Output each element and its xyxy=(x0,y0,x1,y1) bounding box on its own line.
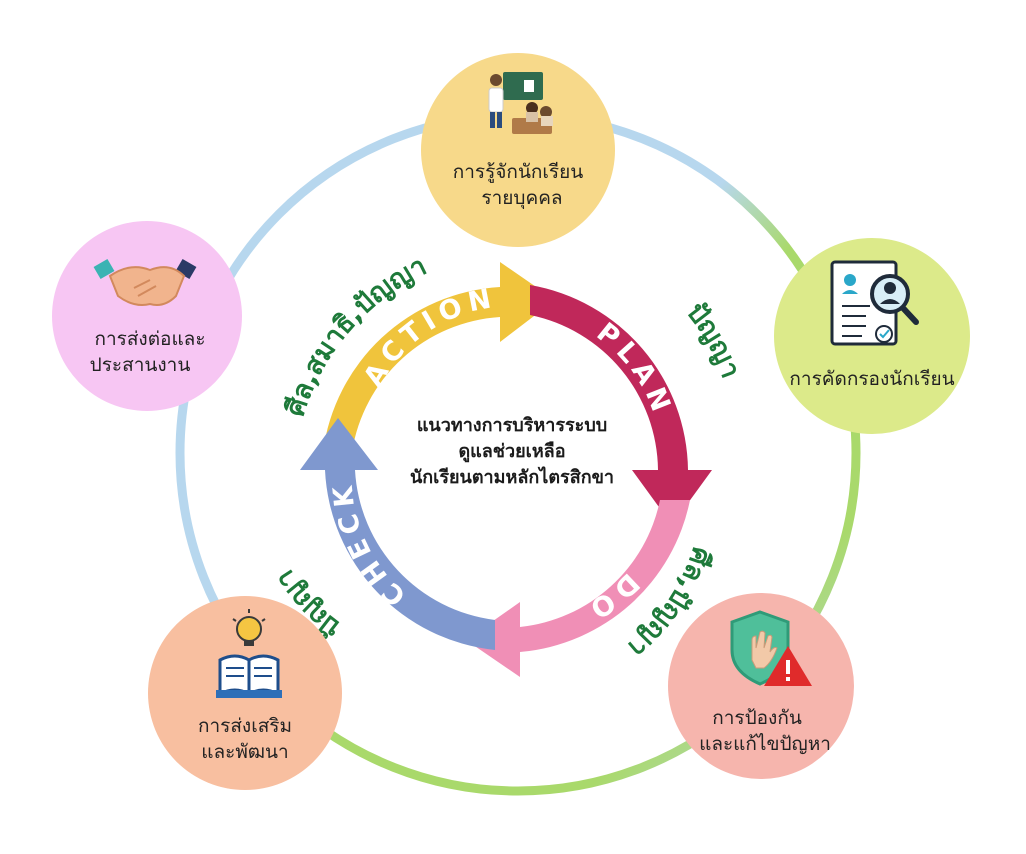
node-promotion: การส่งเสริม และพัฒนา xyxy=(148,596,342,790)
node-prevention-line-2: และแก้ไขปัญหา xyxy=(699,733,831,755)
screening-magnifier-icon xyxy=(830,260,919,346)
handshake-icon xyxy=(93,258,197,306)
node-know-students-line-1: การรู้จักนักเรียน xyxy=(453,161,584,183)
check-arrow xyxy=(300,418,495,650)
node-promotion-line-2: และพัฒนา xyxy=(201,741,288,763)
check-label: CHECK xyxy=(327,479,412,612)
node-screening-line-1: การคัดกรองนักเรียน xyxy=(789,368,954,390)
node-know-students-circle xyxy=(421,53,615,247)
center-line-2: ดูแลช่วยเหลือ xyxy=(458,441,565,463)
node-prevention-line-1: การป้องกัน xyxy=(712,707,802,729)
center-line-3: นักเรียนตามหลักไตรสิกขา xyxy=(410,466,614,488)
plan-arrow xyxy=(530,285,712,525)
do-arrow xyxy=(466,500,690,677)
center-title: แนวทางการบริหารระบบ ดูแลช่วยเหลือ นักเรี… xyxy=(410,415,614,488)
node-referral: การส่งต่อและ ประสานงาน xyxy=(52,221,242,411)
book-lightbulb-icon xyxy=(216,609,282,698)
plan-label: PLAN xyxy=(591,317,678,421)
node-prevention: การป้องกัน และแก้ไขปัญหา xyxy=(668,593,854,779)
action-arrow xyxy=(323,262,555,452)
shield-warning-icon xyxy=(730,610,812,686)
center-line-1: แนวทางการบริหารระบบ xyxy=(417,415,607,436)
plan-outer-label: ปัญญา xyxy=(680,297,746,382)
node-prevention-circle xyxy=(668,593,854,779)
node-referral-circle xyxy=(52,221,242,411)
node-screening: การคัดกรองนักเรียน xyxy=(774,238,970,434)
teacher-classroom-icon xyxy=(488,72,553,134)
node-know-students: การรู้จักนักเรียน รายบุคคล xyxy=(421,53,615,247)
node-referral-line-1: การส่งต่อและ xyxy=(94,328,205,350)
node-know-students-line-2: รายบุคคล xyxy=(481,187,562,210)
node-referral-line-2: ประสานงาน xyxy=(90,354,191,376)
node-promotion-line-1: การส่งเสริม xyxy=(198,715,292,737)
